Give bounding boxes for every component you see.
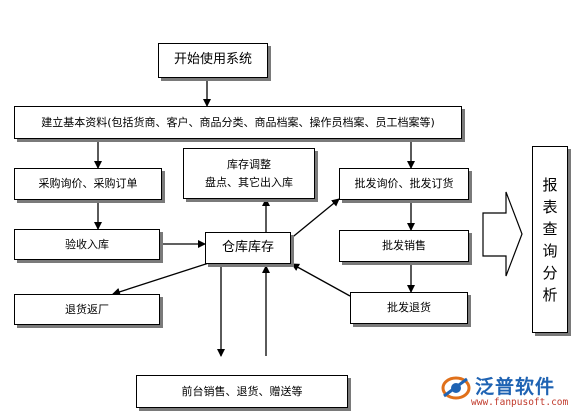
purchase-inquiry-box: 采购询价、采购订单 (14, 168, 162, 200)
arrow-warehouse-to-wholesale-inquiry (288, 198, 340, 241)
report-arrow (482, 191, 523, 277)
return-to-supplier-box: 退货返厂 (14, 294, 160, 325)
report-box: 报 表 查 询 分 析 (532, 146, 568, 333)
basic-data-box: 建立基本资料(包括货商、客户、商品分类、商品档案、操作员档案、员工档案等) (14, 106, 462, 139)
warehouse-box: 仓库库存 (205, 232, 291, 264)
inventory-adjust-box: 库存调整 盘点、其它出入库 (183, 148, 315, 199)
logo-site-text: www.fanpusoft.com (471, 397, 569, 408)
arrow-warehouse-to-return-supplier (112, 261, 213, 296)
arrow-wholesale-return-to-warehouse (291, 263, 351, 297)
wholesale-inquiry-box: 批发询价、批发订货 (339, 168, 469, 200)
wholesale-sales-box: 批发销售 (339, 230, 469, 262)
front-sales-box: 前台销售、退货、赠送等 (136, 375, 348, 408)
receive-box: 验收入库 (14, 229, 160, 260)
logo-mark-icon (441, 376, 471, 400)
start-box: 开始使用系统 (158, 43, 268, 78)
wholesale-return-box: 批发退货 (350, 292, 468, 324)
logo-brand-text: 泛普软件 (475, 376, 556, 398)
fanpu-logo: 泛普软件 www.fanpusoft.com (441, 370, 573, 414)
